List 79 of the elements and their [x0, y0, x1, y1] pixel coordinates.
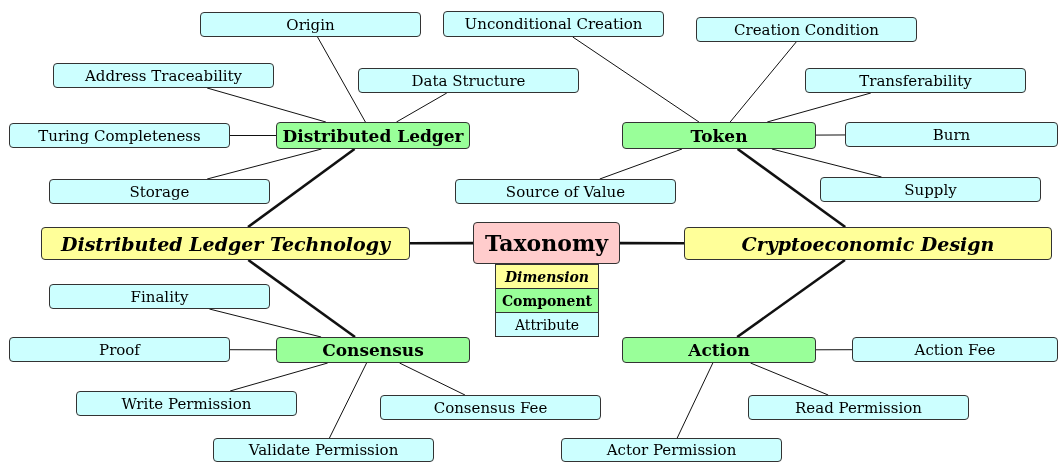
attribute-box — [561, 438, 782, 462]
attribute-box — [9, 337, 230, 362]
connector-line — [410, 241, 473, 245]
connector-line — [399, 362, 466, 396]
component-box — [622, 337, 816, 363]
node-label: Action Fee — [914, 340, 996, 359]
connector-line — [729, 41, 797, 123]
node-label: Burn — [932, 125, 971, 144]
attribute-box — [358, 68, 579, 93]
node-label: Source of Value — [505, 182, 626, 201]
connector-line — [247, 258, 356, 339]
legend-entry: Attribute — [495, 312, 599, 337]
node-label: Token — [690, 125, 748, 146]
connector-line — [815, 134, 846, 136]
connector-line — [229, 135, 277, 136]
node-label: Taxonomy — [484, 230, 608, 256]
connector-line — [815, 349, 853, 351]
attribute-box — [748, 395, 969, 420]
connector-line — [206, 87, 327, 123]
attribute-box — [455, 179, 676, 204]
node-label: Actor Permission — [606, 441, 737, 459]
connector-line — [229, 362, 329, 392]
node-label: Action — [688, 340, 750, 360]
attribute-box — [696, 17, 917, 42]
connector-line — [572, 36, 700, 123]
attribute-box — [53, 63, 274, 88]
attribute-box — [820, 177, 1041, 202]
attribute-box — [49, 284, 270, 309]
attribute-box — [213, 438, 434, 462]
connector-line — [229, 349, 277, 351]
connector-line — [328, 362, 368, 439]
node-label: Write Permission — [121, 394, 252, 413]
connector-line — [317, 36, 366, 123]
connector-line — [208, 308, 322, 338]
connector-line — [750, 362, 829, 396]
component-box — [276, 122, 470, 149]
connector-line — [599, 148, 683, 180]
dimension-box — [684, 227, 1052, 260]
node-label: Validate Permission — [248, 441, 399, 459]
attribute-box — [845, 122, 1058, 147]
legend-entry: Dimension — [495, 264, 599, 289]
node-label: Unconditional Creation — [464, 15, 643, 33]
node-label: Consensus — [322, 340, 424, 360]
attribute-box — [805, 68, 1026, 93]
attribute-box — [49, 179, 270, 204]
node-label: Turing Completeness — [38, 126, 201, 145]
node-label: Finality — [130, 287, 189, 306]
connector-line — [736, 258, 846, 339]
connector-line — [620, 241, 684, 245]
connector-line — [766, 92, 872, 123]
node-label: Supply — [904, 180, 957, 199]
attribute-box — [9, 123, 230, 148]
attribute-box — [76, 391, 297, 416]
node-label: Origin — [286, 15, 335, 34]
node-label: Storage — [129, 182, 190, 201]
component-box — [276, 337, 470, 363]
node-label: Data Structure — [411, 71, 526, 90]
connector-line — [206, 148, 323, 180]
dimension-box — [41, 227, 410, 260]
node-label: Distributed Ledger Technology — [60, 232, 391, 255]
node-label: Creation Condition — [734, 20, 879, 39]
attribute-box — [200, 12, 421, 37]
node-label: Transferability — [859, 71, 972, 90]
connector-line — [736, 147, 846, 229]
node-label: Cryptoeconomic Design — [741, 232, 995, 255]
connector-line — [395, 92, 448, 123]
connector-line — [247, 147, 356, 229]
node-label: Proof — [99, 340, 140, 359]
legend-entry: Component — [495, 288, 599, 313]
attribute-box — [443, 11, 664, 37]
attribute-box — [852, 337, 1058, 362]
node-label: Read Permission — [795, 398, 922, 417]
connector-line — [676, 362, 714, 439]
attribute-box — [380, 395, 601, 420]
node-label: Address Traceability — [84, 66, 243, 85]
root-node — [473, 222, 620, 264]
node-label: Distributed Ledger — [282, 125, 464, 146]
component-box — [622, 122, 816, 149]
node-label: Consensus Fee — [433, 398, 548, 417]
